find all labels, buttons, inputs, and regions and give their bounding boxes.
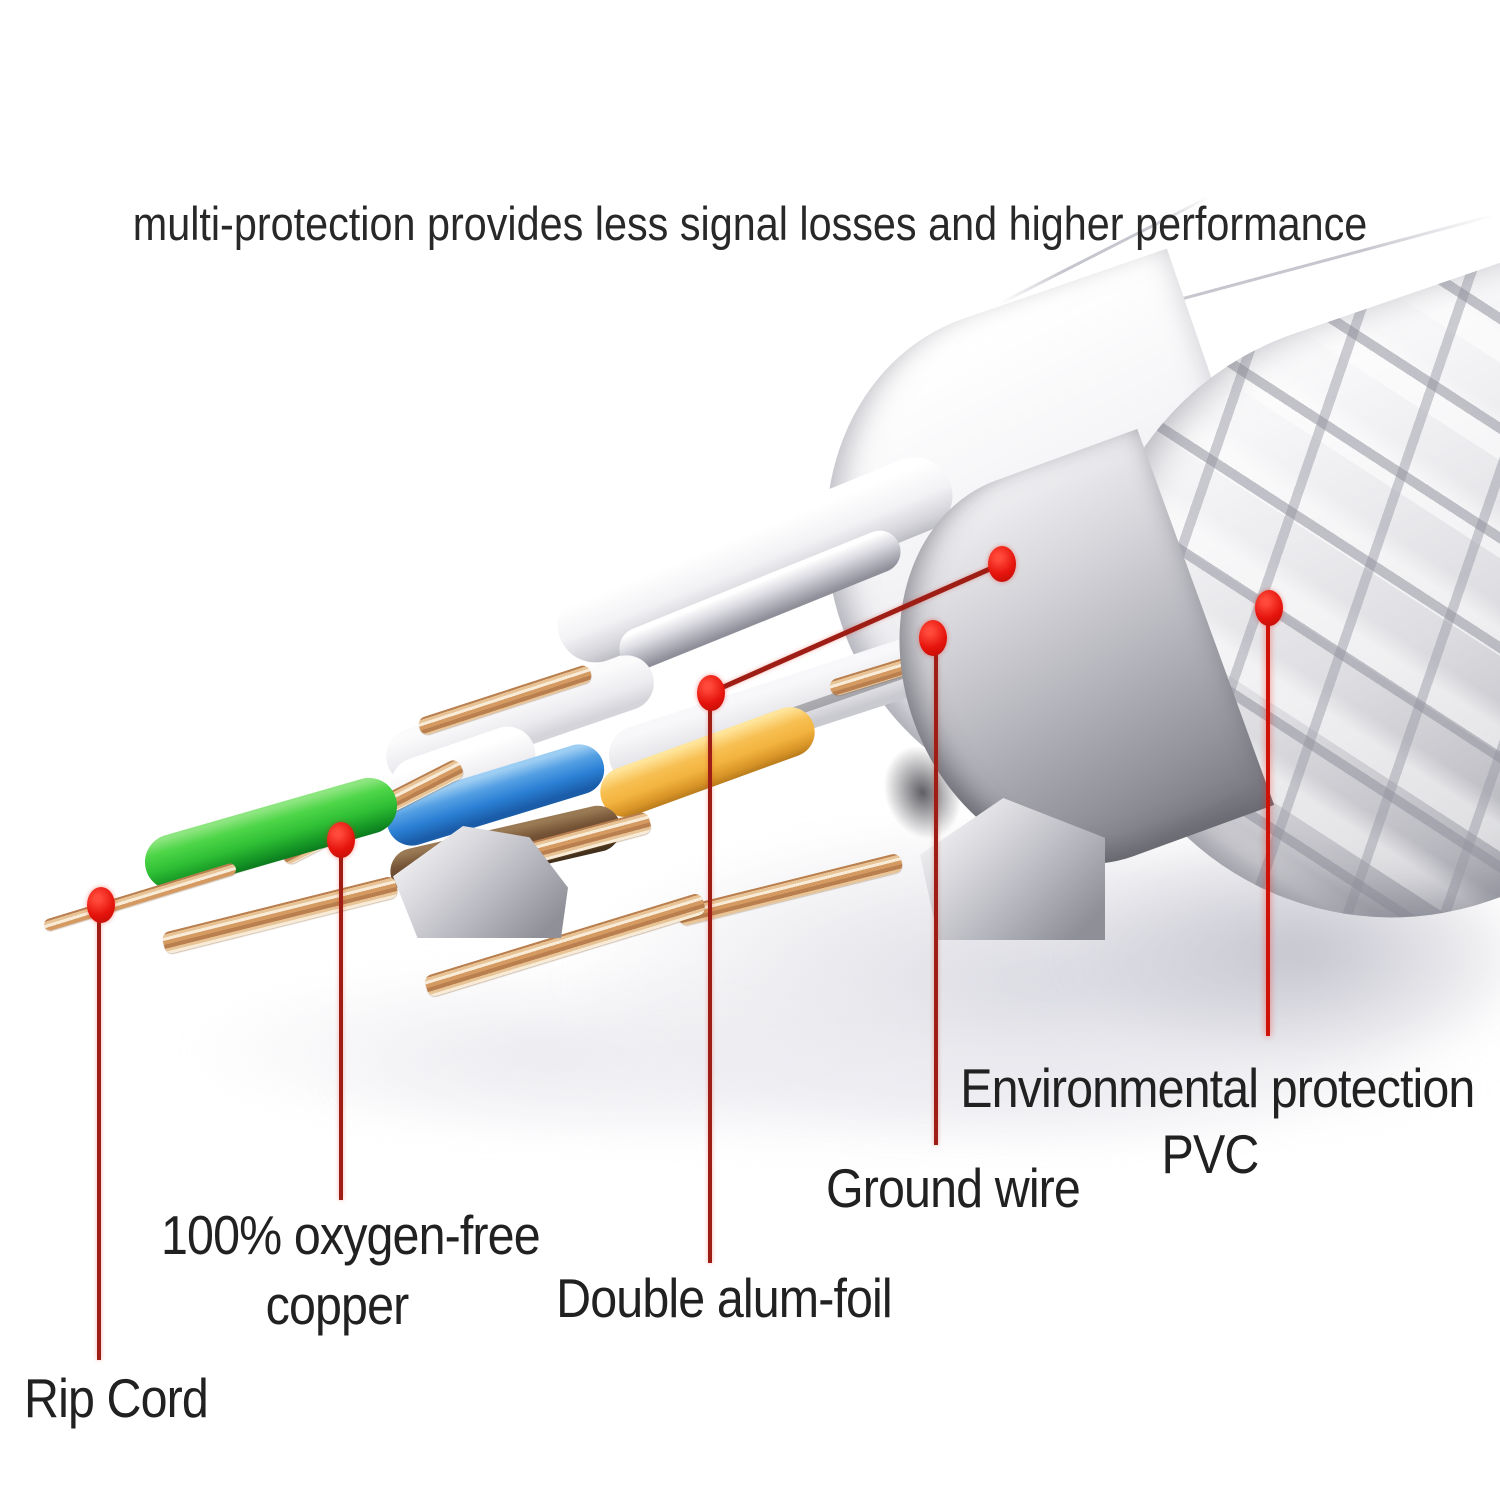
rip-cord-marker-dot xyxy=(87,887,115,923)
pvc-jacket-marker-dot xyxy=(1255,590,1283,626)
shield-edge-marker-dot xyxy=(988,546,1016,582)
leader-line-ground-wire xyxy=(934,655,938,1145)
label-alum-foil: Double alum-foil xyxy=(556,1267,893,1329)
headline: multi-protection provides less signal lo… xyxy=(132,197,1368,250)
ground-wire-marker-dot xyxy=(919,620,947,656)
label-oxygen-free-line2: copper xyxy=(265,1274,410,1336)
label-oxygen-free-line1: 100% oxygen-free xyxy=(161,1204,541,1266)
label-pvc: PVC xyxy=(1161,1123,1260,1185)
leader-line-oxygen-free-copper xyxy=(339,856,343,1200)
label-ground-wire: Ground wire xyxy=(826,1157,1081,1219)
leader-line-rip-cord xyxy=(97,922,101,1360)
label-rip-cord: Rip Cord xyxy=(24,1367,209,1429)
label-environmental-protection: Environmental protection xyxy=(960,1057,1475,1119)
cable-shadow xyxy=(300,1020,1500,1160)
label-oxygen-free-copper: 100% oxygen-free copper xyxy=(161,1200,541,1340)
alum-foil-marker-dot xyxy=(697,675,725,711)
copper-strand xyxy=(160,875,400,955)
leader-line-pvc xyxy=(1266,624,1270,1036)
oxygen-free-copper-marker-dot xyxy=(327,822,355,858)
leader-line-alum-foil xyxy=(708,710,712,1263)
